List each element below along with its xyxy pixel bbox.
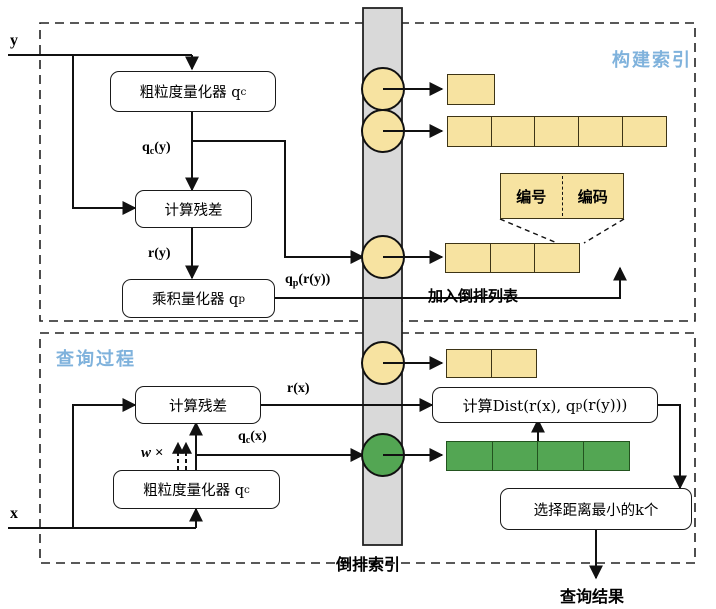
node-coarse-quantizer-query-sub: c bbox=[244, 483, 250, 496]
edge-label-qp-ry-main: q bbox=[285, 272, 293, 287]
node-compute-residual-query[interactable]: 计算残差 bbox=[135, 386, 261, 424]
edge-label-w-multiply: w × bbox=[141, 445, 164, 461]
posting-cell-green[interactable] bbox=[537, 441, 585, 471]
edge-label-r-y: r(y) bbox=[148, 246, 171, 261]
edge-label-qc-x-sub: c bbox=[245, 434, 251, 446]
zone-label-query-process: 查询过程 bbox=[56, 349, 136, 370]
node-product-quantizer-build-sub: p bbox=[238, 292, 246, 305]
inverted-index-label: 倒排索引 bbox=[336, 555, 401, 574]
posting-cell[interactable] bbox=[578, 116, 624, 147]
node-select-topk-label: 选择距离最小的k个 bbox=[533, 502, 659, 519]
posting-cell[interactable] bbox=[445, 243, 491, 273]
node-compute-dist-label: 计算Dist(r(x), q bbox=[462, 396, 576, 415]
edge-dist-to-topk bbox=[657, 404, 687, 490]
edge-label-qc-x-tail: (x) bbox=[250, 429, 267, 444]
posting-cell[interactable] bbox=[447, 116, 492, 147]
edge-label-qp-ry: qp(r(y)) bbox=[285, 272, 330, 289]
posting-list-row-2[interactable] bbox=[447, 116, 667, 147]
posting-cell[interactable] bbox=[490, 349, 537, 378]
query-list-row-yellow[interactable] bbox=[446, 349, 537, 378]
node-compute-residual-query-label: 计算残差 bbox=[169, 398, 227, 415]
edge-label-add-to-inverted-list: 加入倒排列表 bbox=[428, 287, 519, 305]
node-select-topk[interactable]: 选择距离最小的k个 bbox=[500, 488, 692, 530]
edge-label-qc-y-main: q bbox=[142, 140, 150, 155]
edge-label-qc-y: qc(y) bbox=[142, 140, 171, 157]
zone-label-build-index: 构建索引 bbox=[612, 50, 692, 71]
node-compute-residual-build-label: 计算残差 bbox=[164, 202, 223, 219]
code-entry-box[interactable]: 编号 编码 bbox=[500, 173, 624, 219]
edge-y-to-residual bbox=[72, 55, 137, 215]
edge-qcy-to-index bbox=[192, 140, 365, 264]
posting-cell[interactable] bbox=[490, 116, 536, 147]
node-compute-dist-tail: (r(y))) bbox=[582, 396, 628, 414]
node-coarse-quantizer-build-label: 粗粒度量化器 q bbox=[139, 85, 241, 101]
posting-cell[interactable] bbox=[447, 74, 495, 105]
node-product-quantizer-build-label: 乘积量化器 q bbox=[151, 292, 239, 308]
edge-label-qc-y-sub: c bbox=[149, 145, 155, 157]
edge-label-qc-x-main: q bbox=[238, 429, 246, 444]
output-label-query-result: 查询结果 bbox=[560, 587, 625, 606]
posting-cell[interactable] bbox=[534, 116, 580, 147]
posting-list-row-1[interactable] bbox=[447, 74, 495, 105]
posting-cell[interactable] bbox=[489, 243, 536, 273]
edge-pq-to-addlist bbox=[275, 266, 627, 299]
edge-label-qc-y-tail: (y) bbox=[154, 140, 171, 155]
code-entry-id-label: 编号 bbox=[516, 187, 547, 206]
node-coarse-quantizer-query-label: 粗粒度量化器 q bbox=[143, 483, 245, 499]
edge-label-qp-ry-tail: (r(y)) bbox=[298, 272, 331, 287]
posting-cell-green[interactable] bbox=[491, 441, 539, 471]
posting-cell-green[interactable] bbox=[583, 441, 631, 471]
posting-cell-green[interactable] bbox=[446, 441, 493, 471]
node-compute-residual-build[interactable]: 计算残差 bbox=[135, 190, 252, 228]
edge-label-qc-x: qc(x) bbox=[238, 429, 267, 446]
posting-cell[interactable] bbox=[446, 349, 492, 378]
edge-x-to-residual-q bbox=[72, 398, 137, 528]
input-label-y: y bbox=[10, 32, 18, 49]
posting-cell[interactable] bbox=[534, 243, 581, 273]
input-label-x: x bbox=[10, 505, 18, 522]
edge-label-r-x: r(x) bbox=[287, 381, 310, 396]
zone-query-process-border bbox=[39, 332, 696, 564]
node-coarse-quantizer-build-sub: c bbox=[240, 85, 247, 98]
code-entry-divider bbox=[561, 176, 563, 216]
posting-list-row-3[interactable] bbox=[445, 243, 581, 273]
edge-label-qp-ry-sub: p bbox=[292, 277, 299, 289]
query-list-row-green[interactable] bbox=[446, 441, 631, 471]
posting-cell[interactable] bbox=[621, 116, 667, 147]
code-entry-code-label: 编码 bbox=[577, 187, 608, 206]
callout-left-dashed bbox=[499, 218, 558, 244]
node-compute-dist-sub: p bbox=[575, 398, 583, 412]
callout-right-dashed bbox=[583, 218, 625, 244]
